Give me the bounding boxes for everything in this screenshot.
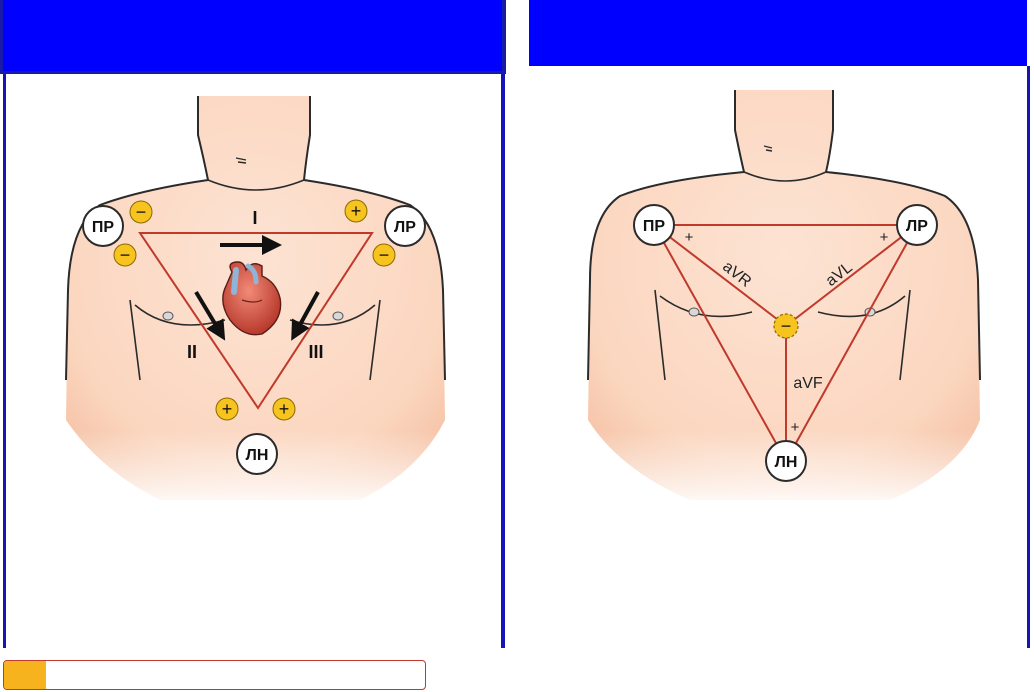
svg-text:−: − bbox=[781, 316, 792, 336]
svg-text:ЛН: ЛН bbox=[246, 447, 269, 464]
lead3-arrow bbox=[291, 291, 320, 341]
svg-text:ЛН: ЛН bbox=[775, 454, 798, 471]
augmented-leads bbox=[653, 224, 918, 462]
heart-icon bbox=[222, 261, 282, 336]
electrode-left-arm: ЛР bbox=[384, 205, 426, 247]
lead2-label: II bbox=[187, 342, 197, 362]
svg-text:ЛР: ЛР bbox=[906, 218, 928, 235]
plus-sign: + bbox=[685, 229, 694, 246]
svg-text:ПР: ПР bbox=[643, 218, 666, 235]
electrode-left-leg: ЛН bbox=[236, 433, 278, 475]
electrode-right-arm: ПР bbox=[633, 204, 675, 246]
lead1-label: I bbox=[252, 208, 257, 228]
progress-bar-fill bbox=[4, 661, 47, 689]
left-polarity-markers: − − + − + + bbox=[113, 199, 396, 421]
right-panel-border-right bbox=[1027, 66, 1030, 648]
electrode-left-leg: ЛН bbox=[765, 440, 807, 482]
svg-text:+: + bbox=[351, 201, 362, 221]
svg-text:+: + bbox=[279, 399, 290, 419]
svg-text:−: − bbox=[379, 245, 390, 265]
plus-marker: + bbox=[215, 397, 239, 421]
svg-text:−: − bbox=[136, 202, 147, 222]
electrode-right-arm: ПР bbox=[82, 205, 124, 247]
einthoven-triangle bbox=[138, 232, 374, 410]
left-panel-header bbox=[0, 0, 506, 74]
svg-text:ЛР: ЛР bbox=[394, 219, 416, 236]
svg-text:+: + bbox=[222, 399, 233, 419]
left-panel-border-right bbox=[501, 74, 505, 648]
lead-avf-label: aVF bbox=[793, 375, 823, 392]
plus-sign: + bbox=[880, 229, 889, 246]
minus-marker: − bbox=[129, 200, 153, 224]
plus-sign: + bbox=[791, 419, 800, 436]
minus-marker: − bbox=[113, 243, 137, 267]
svg-text:ПР: ПР bbox=[92, 219, 115, 236]
left-panel-border-left bbox=[3, 74, 6, 648]
plus-marker: + bbox=[344, 199, 368, 223]
plus-marker: + bbox=[272, 397, 296, 421]
right-panel-header bbox=[529, 0, 1027, 66]
electrode-left-arm: ЛР bbox=[896, 204, 938, 246]
central-terminal-minus: − bbox=[773, 313, 799, 339]
progress-bar bbox=[3, 660, 426, 690]
lead3-label: III bbox=[308, 342, 323, 362]
svg-text:−: − bbox=[120, 245, 131, 265]
lead2-arrow bbox=[194, 290, 226, 341]
minus-marker: − bbox=[372, 243, 396, 267]
